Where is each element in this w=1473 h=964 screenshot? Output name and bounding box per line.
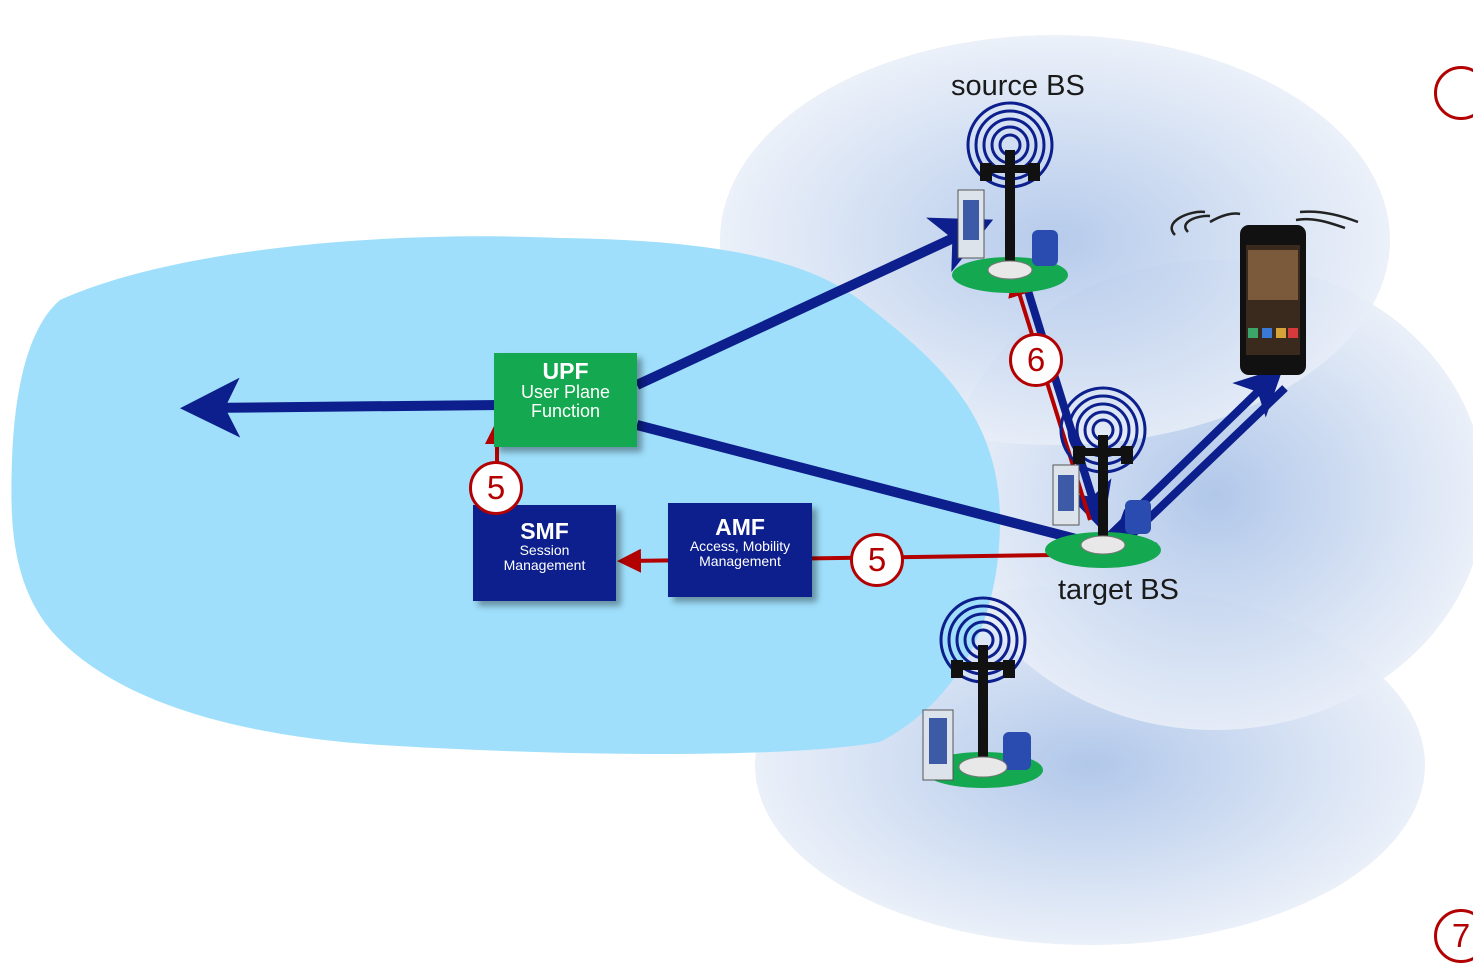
step-corner-top-badge	[1434, 66, 1473, 120]
upf-to-target-arrow	[635, 420, 1105, 551]
upf-line1: User Plane	[520, 382, 611, 403]
wireless-signal-icon	[1170, 210, 1359, 236]
base-station-icon	[952, 101, 1068, 293]
smf-line1: Session	[519, 542, 570, 559]
source-to-target-arrow	[1016, 263, 1112, 532]
base-station-icon	[1045, 386, 1161, 568]
source-bs-label: source BS	[951, 70, 1085, 102]
target-bs-label: target BS	[1058, 574, 1179, 606]
step-5-upf-smf-badge: 5	[469, 461, 523, 515]
amf-line2: Management	[699, 552, 781, 569]
upf-title: UPF	[542, 358, 589, 384]
smf-line2: Management	[503, 556, 586, 573]
upf-line2: Function	[530, 401, 601, 422]
step-5-amf-badge: 5	[850, 533, 904, 587]
upf-to-source-arrow	[634, 217, 994, 390]
smf-title: SMF	[520, 518, 569, 544]
amf-line1: Access, Mobility	[689, 538, 791, 555]
upf-to-internet-arrow	[180, 377, 501, 438]
smf-box: SMF Session Management	[473, 505, 616, 601]
smartphone-icon	[1240, 225, 1306, 375]
step-6-badge: 6	[1009, 333, 1063, 387]
upf-box: UPF User Plane Function	[494, 353, 637, 447]
amf-box: AMF Access, Mobility Management	[668, 503, 812, 597]
step-corner-bottom-badge: 7	[1434, 909, 1473, 963]
amf-title: AMF	[715, 514, 765, 540]
base-station-icon	[922, 596, 1043, 788]
